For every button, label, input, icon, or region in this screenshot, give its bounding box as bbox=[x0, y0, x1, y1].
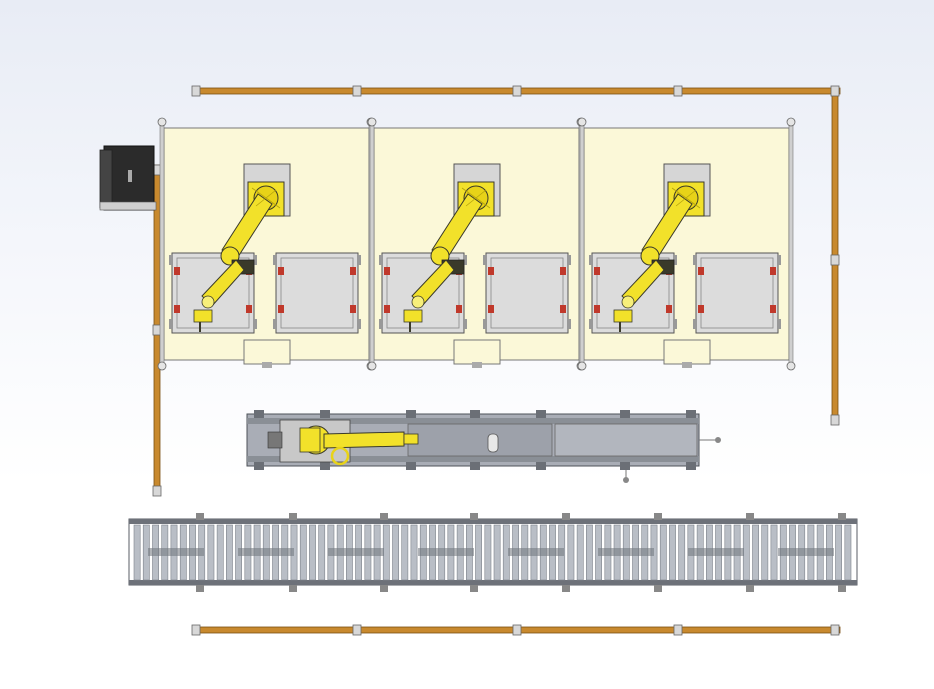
conveyor-roller bbox=[835, 524, 842, 581]
conveyor-roller bbox=[567, 524, 575, 581]
conveyor-post bbox=[470, 585, 478, 592]
conveyor-roller bbox=[484, 524, 492, 581]
conveyor-roller bbox=[669, 524, 676, 581]
conveyor-roller bbox=[475, 524, 482, 581]
conveyor-roller bbox=[216, 524, 224, 581]
conveyor-band bbox=[328, 548, 384, 556]
conveyor-post bbox=[380, 585, 388, 592]
conveyor-roller bbox=[309, 524, 316, 581]
conveyor-roller bbox=[401, 524, 409, 581]
welding-fixture-2[interactable] bbox=[692, 252, 782, 334]
conveyor-roller bbox=[752, 524, 759, 581]
welding-fixture-2[interactable] bbox=[272, 252, 362, 334]
welding-cells bbox=[157, 117, 796, 371]
welding-cell-2[interactable] bbox=[367, 117, 586, 371]
welding-fixture-2[interactable] bbox=[482, 252, 572, 334]
conveyor-roller bbox=[207, 524, 215, 581]
conveyor-band bbox=[778, 548, 834, 556]
conveyor-band bbox=[238, 548, 294, 556]
conveyor-post bbox=[289, 513, 297, 520]
conveyor-post bbox=[289, 585, 297, 592]
conveyor-roller bbox=[318, 524, 326, 581]
conveyor-roller bbox=[659, 524, 667, 581]
conveyor-post bbox=[562, 585, 570, 592]
conveyor-roller bbox=[678, 524, 686, 581]
conveyor-band bbox=[418, 548, 474, 556]
linear-track-with-robot[interactable] bbox=[246, 410, 721, 483]
conveyor-roller bbox=[576, 524, 584, 581]
conveyor-post bbox=[838, 585, 846, 592]
conveyor-post bbox=[196, 513, 204, 520]
safety-fence bbox=[152, 85, 841, 636]
conveyor-band bbox=[688, 548, 744, 556]
conveyor-band bbox=[508, 548, 564, 556]
conveyor-roller bbox=[133, 524, 141, 581]
conveyor-band bbox=[148, 548, 204, 556]
control-cabinet[interactable] bbox=[99, 145, 157, 211]
conveyor-roller bbox=[392, 524, 399, 581]
conveyor-roller bbox=[493, 524, 501, 581]
conveyor-post bbox=[196, 585, 204, 592]
conveyor-post bbox=[838, 513, 846, 520]
conveyor-roller bbox=[382, 524, 390, 581]
conveyor-post bbox=[380, 513, 388, 520]
conveyor-roller bbox=[585, 524, 593, 581]
conveyor-post bbox=[746, 513, 754, 520]
robot-arm-icon bbox=[267, 419, 419, 466]
conveyor-post bbox=[562, 513, 570, 520]
welding-cell-3[interactable] bbox=[577, 117, 796, 371]
conveyor-post bbox=[470, 513, 478, 520]
conveyor-post bbox=[746, 585, 754, 592]
cabinet-icon bbox=[128, 170, 132, 182]
roller-conveyor[interactable] bbox=[128, 513, 858, 592]
conveyor-roller bbox=[844, 524, 852, 581]
conveyor-roller bbox=[742, 524, 750, 581]
conveyor-post bbox=[654, 513, 662, 520]
conveyor-roller bbox=[226, 524, 233, 581]
conveyor-roller bbox=[770, 524, 778, 581]
conveyor-post bbox=[654, 585, 662, 592]
conveyor-roller bbox=[761, 524, 769, 581]
conveyor-roller bbox=[299, 524, 307, 581]
welding-cell-1[interactable] bbox=[157, 117, 376, 371]
conveyor-roller bbox=[410, 524, 418, 581]
conveyor-band bbox=[598, 548, 654, 556]
